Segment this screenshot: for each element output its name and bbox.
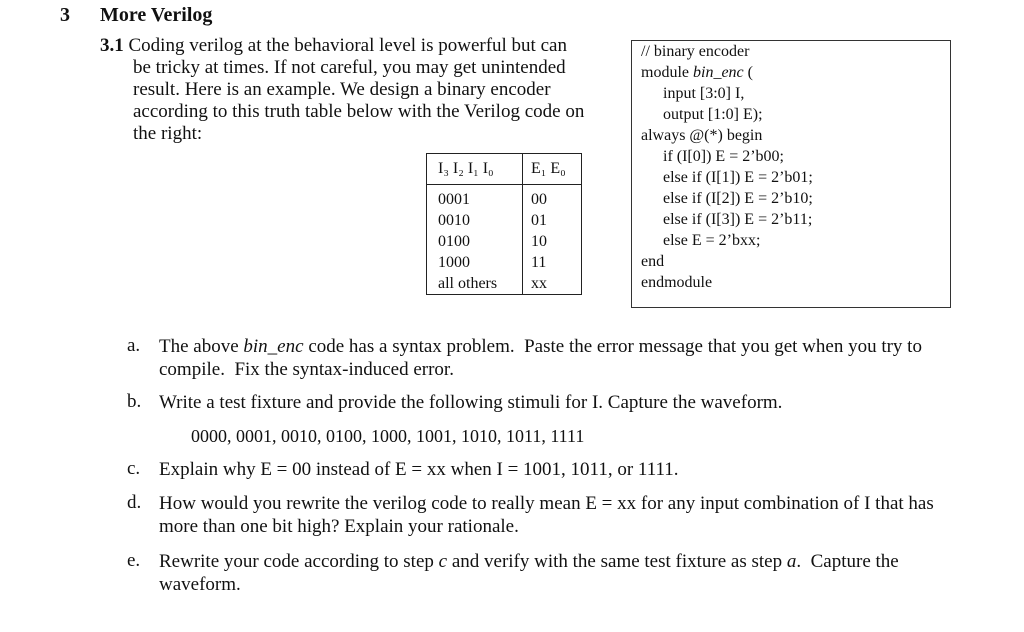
code-module-name: bin_enc	[693, 64, 744, 81]
code-line: input [3:0] I,	[663, 85, 745, 102]
header-outputs: E₁ E₀	[522, 153, 582, 185]
truth-table-header: I₃ I₂ I₁ I₀ E₁ E₀	[426, 153, 582, 185]
input-cell: 0010	[426, 210, 523, 231]
code-line: else if (I[3]) E = 2’b11;	[663, 211, 813, 228]
code-line: output [1:0] E);	[663, 106, 763, 123]
header-inputs: I₃ I₂ I₁ I₀	[426, 153, 523, 185]
intro-paragraph: 3.1 Coding verilog at the behavioral lev…	[100, 35, 620, 145]
table-row: 0100 10	[426, 231, 582, 252]
code-keyword: module	[641, 64, 693, 81]
question-letter-a: a.	[127, 335, 141, 356]
question-letter-b: b.	[127, 391, 142, 412]
input-cell: 1000	[426, 252, 523, 273]
input-cell: all others	[426, 273, 523, 295]
intro-line-5: the right:	[133, 123, 203, 144]
output-cell: 10	[531, 233, 547, 250]
code-line: else E = 2’bxx;	[663, 232, 761, 249]
code-line: // binary encoder	[641, 43, 750, 60]
code-box: // binary encoder module bin_enc ( input…	[631, 40, 951, 308]
table-row: all others xx	[426, 273, 582, 295]
output-cell: 11	[531, 254, 547, 271]
input-cell: 0001	[426, 184, 523, 210]
section-number: 3	[60, 4, 70, 26]
intro-line-1: 3.1 Coding verilog at the behavioral lev…	[100, 35, 567, 56]
code-line: module bin_enc (	[641, 64, 753, 82]
code-line: else if (I[2]) E = 2’b10;	[663, 190, 813, 207]
question-letter-d: d.	[127, 492, 142, 513]
table-row: 1000 11	[426, 252, 582, 273]
output-cell: 01	[531, 212, 547, 229]
code-line: else if (I[1]) E = 2’b01;	[663, 169, 813, 186]
intro-line-4: according to this truth table below with…	[133, 101, 585, 122]
code-line: end	[641, 253, 665, 270]
question-text-e: Rewrite your code according to step c an…	[159, 551, 899, 595]
subsection-number: 3.1	[100, 35, 124, 56]
question-text-a: The above bin_enc code has a syntax prob…	[159, 336, 922, 380]
truth-table: I₃ I₂ I₁ I₀ E₁ E₀ 0001 00 0010 01 0100 1…	[426, 153, 582, 295]
question-letter-e: e.	[127, 550, 141, 571]
code-box-gap	[632, 149, 642, 151]
stimuli-list: 0000, 0001, 0010, 0100, 1000, 1001, 1010…	[191, 426, 585, 446]
intro-line-3: result. Here is an example. We design a …	[133, 79, 551, 100]
code-line: endmodule	[641, 274, 713, 291]
question-text-c: Explain why E = 00 instead of E = xx whe…	[159, 459, 679, 480]
table-row: 0001 00	[426, 184, 582, 210]
output-cell: xx	[531, 275, 547, 292]
question-text-b: Write a test fixture and provide the fol…	[159, 392, 783, 413]
table-row: 0010 01	[426, 210, 582, 231]
output-cell: 00	[531, 191, 547, 208]
question-letter-c: c.	[127, 458, 141, 479]
input-cell: 0100	[426, 231, 523, 252]
code-paren: (	[743, 64, 753, 81]
section-title: More Verilog	[100, 4, 213, 26]
question-text-d: How would you rewrite the verilog code t…	[159, 493, 934, 537]
code-line: if (I[0]) E = 2’b00;	[663, 148, 784, 165]
intro-line-2: be tricky at times. If not careful, you …	[133, 57, 566, 78]
code-line: always @(*) begin	[641, 127, 763, 144]
